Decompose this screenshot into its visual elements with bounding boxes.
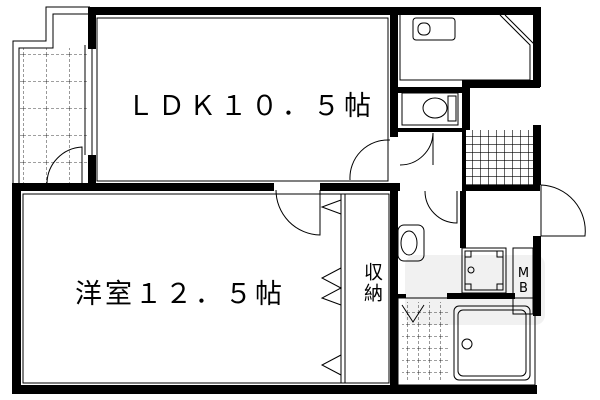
ldk-room (88, 7, 398, 185)
entrance-tiles (465, 130, 535, 185)
ldk-label: ＬＤＫ１０．５帖 (127, 91, 375, 122)
balcony (12, 6, 93, 185)
entrance-door (540, 184, 586, 237)
western-room-label: 洋室１２．５帖 (75, 279, 285, 310)
meter-box-label: MB (516, 266, 531, 296)
wall (12, 183, 274, 191)
western-room (12, 183, 537, 394)
washroom (397, 190, 536, 386)
storage-label: 収納 (361, 262, 383, 304)
wall (320, 183, 400, 191)
kitchen-area (390, 7, 541, 137)
toilet-room (398, 87, 470, 166)
